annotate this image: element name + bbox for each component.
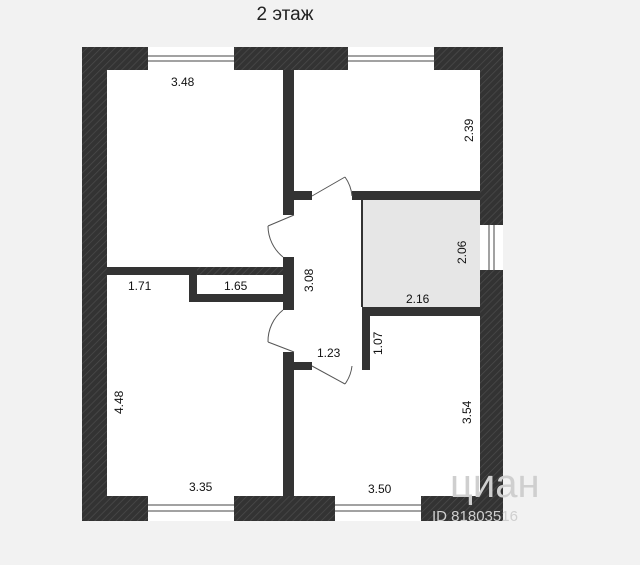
room-bottom-left	[107, 275, 283, 496]
watermark: циан ID 81803516	[432, 462, 540, 525]
room-top-right	[294, 70, 480, 191]
watermark-brand: циан	[450, 462, 540, 506]
wall-left-mid	[107, 267, 189, 275]
dim-bottom-right-width: 3.50	[368, 482, 392, 496]
wall-hall-divider	[361, 200, 363, 307]
dim-left-wall-b: 1.65	[224, 279, 248, 293]
dim-top-right-height: 2.39	[462, 118, 476, 142]
dim-bottom-right-height: 3.54	[460, 400, 474, 424]
watermark-id: ID 81803516	[432, 508, 518, 525]
dim-bottom-left-height: 4.48	[112, 390, 126, 414]
room-middle-right	[362, 200, 480, 307]
window-top-right	[348, 47, 434, 70]
door-top-left	[267, 214, 295, 258]
window-top-left	[148, 47, 234, 70]
dim-top-left-width: 3.48	[171, 75, 195, 89]
wall-center-vertical	[283, 70, 294, 496]
dim-bottom-left-width: 3.35	[189, 480, 213, 494]
window-right	[480, 225, 503, 270]
dim-corridor-height: 3.08	[302, 268, 316, 292]
wall-bottom-right-top	[366, 307, 480, 316]
floor-title: 2 этаж	[256, 4, 314, 25]
dim-left-wall-a: 1.71	[128, 279, 152, 293]
window-bottom-left	[148, 496, 234, 521]
door-bottom-left	[267, 309, 295, 353]
room-top-left	[107, 70, 283, 267]
dim-bath-width: 1.23	[317, 346, 341, 360]
wall-bath-bottom	[294, 362, 314, 370]
dim-middle-right-height: 2.06	[455, 240, 469, 264]
door-bottom-right	[311, 361, 353, 385]
wall-left-mid-b	[189, 294, 283, 302]
wall-top-right-bottom	[294, 191, 480, 200]
dim-middle-right-width: 2.16	[406, 292, 430, 306]
room-bottom-right	[294, 316, 480, 496]
wall-bath-right	[362, 307, 370, 370]
wall-left-mid-step	[189, 267, 197, 302]
window-bottom-right	[335, 496, 421, 521]
dim-bath-height: 1.07	[371, 331, 385, 355]
door-top-right	[311, 176, 353, 201]
